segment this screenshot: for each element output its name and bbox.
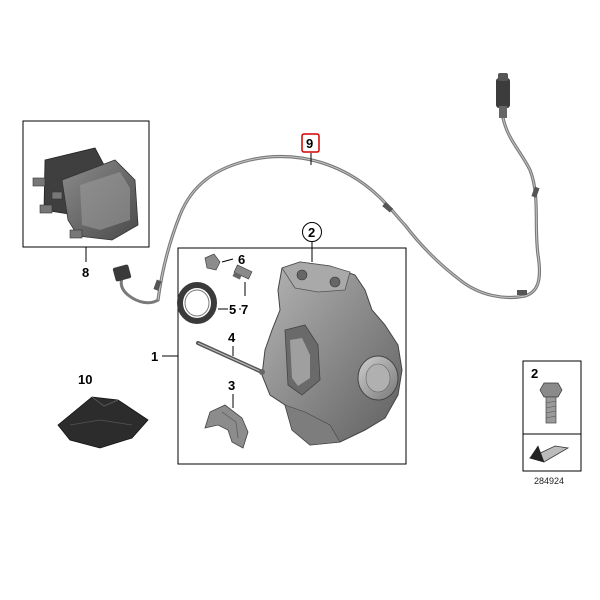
reference-number: 284924 xyxy=(534,476,564,486)
callout-5[interactable]: 5 xyxy=(229,302,236,317)
bolt-box xyxy=(522,360,582,472)
callout-6[interactable]: 6 xyxy=(238,252,245,267)
piston-seal-ring xyxy=(177,282,217,324)
callout-circle xyxy=(302,222,322,242)
bleeder-valve xyxy=(232,264,253,280)
connector-icon xyxy=(496,78,510,108)
arrow-icon xyxy=(528,445,570,463)
callout-8[interactable]: 8 xyxy=(82,265,89,280)
callout-9[interactable]: 9 xyxy=(306,136,313,151)
callout-1[interactable]: 1 xyxy=(151,349,158,364)
guide-pin xyxy=(196,341,265,375)
callout-3[interactable]: 3 xyxy=(228,378,235,393)
brake-pads-box xyxy=(22,120,150,248)
grease-packet xyxy=(57,396,149,449)
brake-caliper xyxy=(261,261,403,446)
callout-2[interactable]: 2 xyxy=(308,225,315,240)
leader-lines xyxy=(85,153,313,408)
anti-rattle-spring xyxy=(204,404,249,449)
callout-10[interactable]: 10 xyxy=(78,372,92,387)
callout-bolt[interactable]: 2 xyxy=(531,366,538,381)
callout-7[interactable]: 7 xyxy=(241,302,248,317)
bolt-icon xyxy=(539,382,563,424)
bleeder-cap xyxy=(204,253,221,271)
wear-sensor-cable xyxy=(112,73,542,305)
sensor-plug-icon xyxy=(112,264,132,282)
callout-4[interactable]: 4 xyxy=(228,330,236,345)
highlight-box xyxy=(301,133,320,153)
